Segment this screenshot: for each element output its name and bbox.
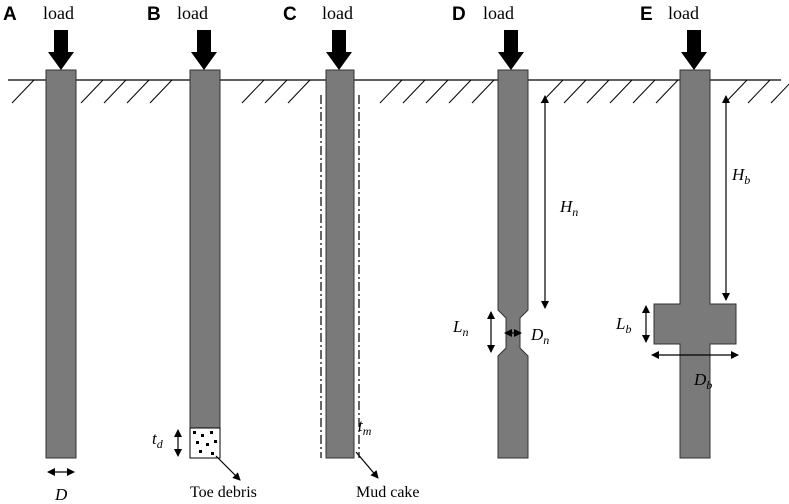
load-arrow-d	[498, 30, 524, 70]
hatch-line	[586, 79, 610, 104]
hatch-line	[655, 79, 679, 104]
panel-e: E load Hb Lb Db	[615, 3, 750, 459]
panel-d: D load Hn Ln Dn	[452, 3, 578, 459]
hatch-line	[609, 79, 633, 104]
mud-cake-label: Mud cake	[356, 484, 420, 501]
load-label-c: load	[322, 3, 353, 23]
hatch-line	[264, 79, 288, 104]
pile-b	[189, 69, 221, 429]
hatch-line	[287, 79, 311, 104]
load-label-b: load	[177, 3, 208, 23]
pile-e-bulged	[653, 69, 737, 459]
panel-label-a: A	[3, 4, 17, 25]
load-label-d: load	[483, 3, 514, 23]
hatch-line	[80, 79, 104, 104]
debris-particles	[193, 431, 217, 455]
load-label-e: load	[668, 3, 699, 23]
soil-hatching	[11, 79, 789, 104]
panel-label-b: B	[147, 4, 161, 25]
panel-a: A load D	[3, 3, 77, 504]
load-arrow-b	[191, 30, 217, 70]
toe-debris-label: Toe debris	[190, 484, 257, 501]
hatch-line	[241, 79, 265, 104]
pile-a	[45, 69, 77, 459]
dn-label: Dn	[530, 325, 549, 347]
hatch-line	[11, 79, 35, 104]
panel-label-e: E	[640, 4, 653, 25]
lb-label: Lb	[615, 314, 631, 336]
load-arrow-a	[48, 30, 74, 70]
diameter-label: D	[54, 485, 68, 504]
load-arrow-c	[326, 30, 352, 70]
load-label-a: load	[43, 3, 74, 23]
hatch-line	[425, 79, 449, 104]
hn-label: Hn	[559, 197, 578, 219]
panel-b: B load td Toe debris	[147, 3, 257, 501]
pile-c	[325, 69, 355, 459]
pile-d-necked	[497, 69, 529, 459]
hb-label: Hb	[731, 165, 750, 187]
hatch-line	[103, 79, 127, 104]
load-arrow-e	[681, 30, 707, 70]
hatch-line	[540, 79, 564, 104]
hatch-line	[149, 79, 173, 104]
hatch-line	[379, 79, 403, 104]
hatch-line	[471, 79, 495, 104]
panel-c: C load tm Mud cake	[283, 3, 420, 501]
hatch-line	[747, 79, 771, 104]
hatch-line	[724, 79, 748, 104]
ln-label: Ln	[452, 317, 468, 339]
tm-label: tm	[358, 416, 372, 438]
db-label: Db	[693, 370, 712, 392]
td-label: td	[152, 429, 164, 451]
hatch-line	[402, 79, 426, 104]
hatch-line	[563, 79, 587, 104]
toe-debris-leader	[215, 455, 241, 481]
hatch-line	[770, 83, 789, 104]
hatch-line	[448, 79, 472, 104]
mud-cake-leader	[355, 451, 379, 479]
panel-label-c: C	[283, 4, 297, 25]
hatch-line	[632, 79, 656, 104]
hatch-line	[126, 79, 150, 104]
panel-label-d: D	[452, 4, 466, 25]
